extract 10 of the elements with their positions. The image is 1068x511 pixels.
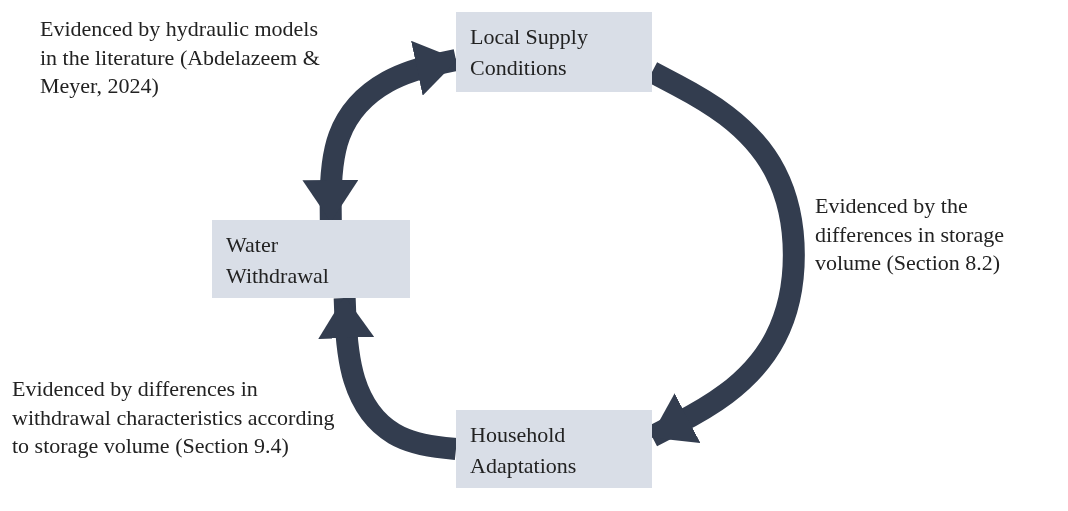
node-label: Local Supply Conditions [470,23,589,82]
process-box [456,410,652,488]
curved-arrow [318,296,458,460]
edge-label: Evidenced by hydraulic models in the literature (Abdelazeem & Meyer, 2024) [40,15,321,101]
node-label: Household Adaptations [470,421,578,480]
edge-label: Evidenced by the differences in storage volume (Section 8.2) [815,192,1005,278]
node-label: Water Withdrawal [226,231,330,290]
edge-label: Evidenced by differences in withdrawal characteristics according to storage volume (Section 9.4) [12,375,336,461]
process-box [212,220,410,298]
process-box [456,12,652,92]
